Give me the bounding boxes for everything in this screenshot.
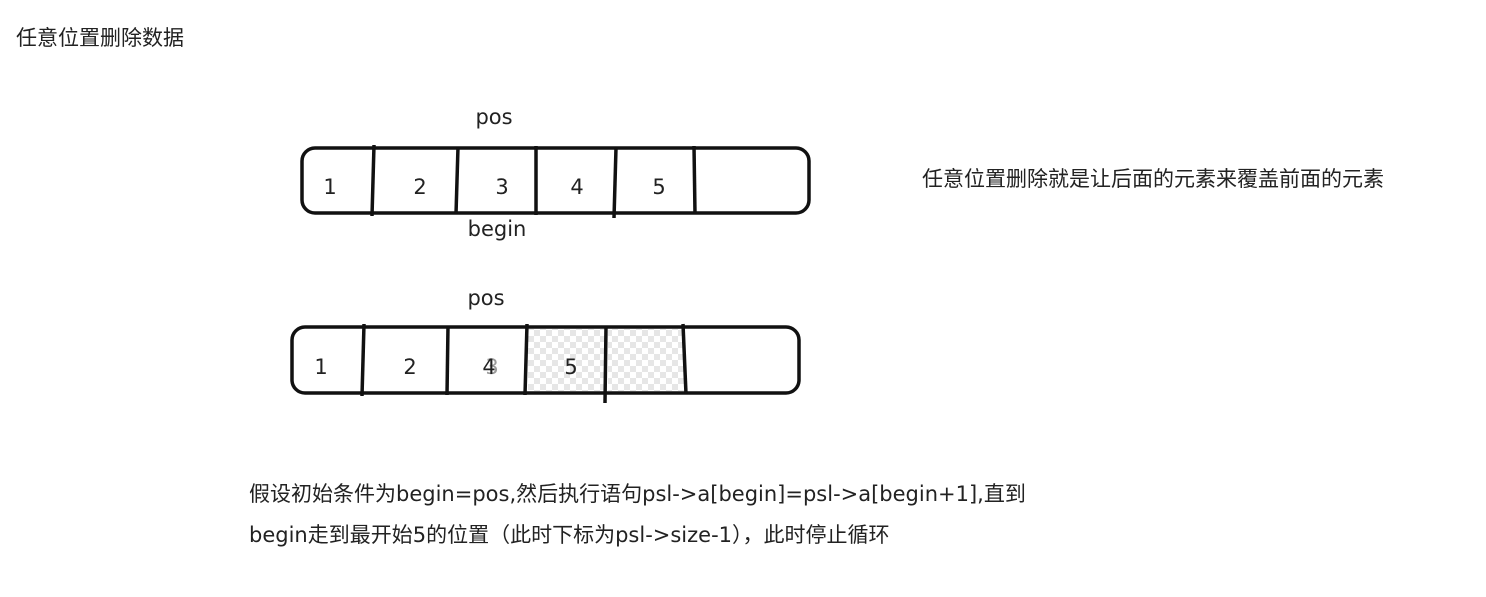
shaded-cell [528,329,606,391]
array-after-cell: 1 [314,355,327,379]
array-after-outline [290,325,801,395]
array-before-cell: 1 [323,175,336,199]
array-after-divider [603,326,608,404]
array-before-cell: 4 [570,175,583,199]
array-after-cell: 2 [403,355,416,379]
array-before-cell: 3 [495,175,508,199]
array-before-cell: 2 [413,175,426,199]
page-title: 任意位置删除数据 [16,26,184,50]
array-before-outline [300,146,811,215]
caption-line-2: begin走到最开始5的位置（此时下标为psl->size-1），此时停止循环 [249,523,890,547]
overwritten-value: 3 [485,355,498,379]
pos-label-bottom: pos [467,286,504,310]
array-before: pos 1 2 3 4 5 begin [300,105,811,241]
array-before-divider [692,145,697,215]
shaded-cell [608,329,684,391]
array-after-divider [523,323,529,396]
array-after-cell: 4 [482,355,495,379]
pos-label-top: pos [475,105,512,129]
array-after: pos 1 2 3 4 5 [290,286,801,404]
array-after-cell: 5 [564,355,577,379]
caption-line-1: 假设初始条件为begin=pos,然后执行语句psl->a[begin]=psl… [249,482,1026,506]
array-before-cell: 5 [652,175,665,199]
array-after-divider [445,325,450,396]
array-before-divider [454,146,460,215]
begin-label: begin [468,217,527,241]
array-before-divider [370,144,376,217]
array-after-divider [360,323,366,397]
array-after-divider [681,323,688,395]
explanation-note: 任意位置删除就是让后面的元素来覆盖前面的元素 [922,167,1384,191]
array-before-divider [612,147,618,219]
